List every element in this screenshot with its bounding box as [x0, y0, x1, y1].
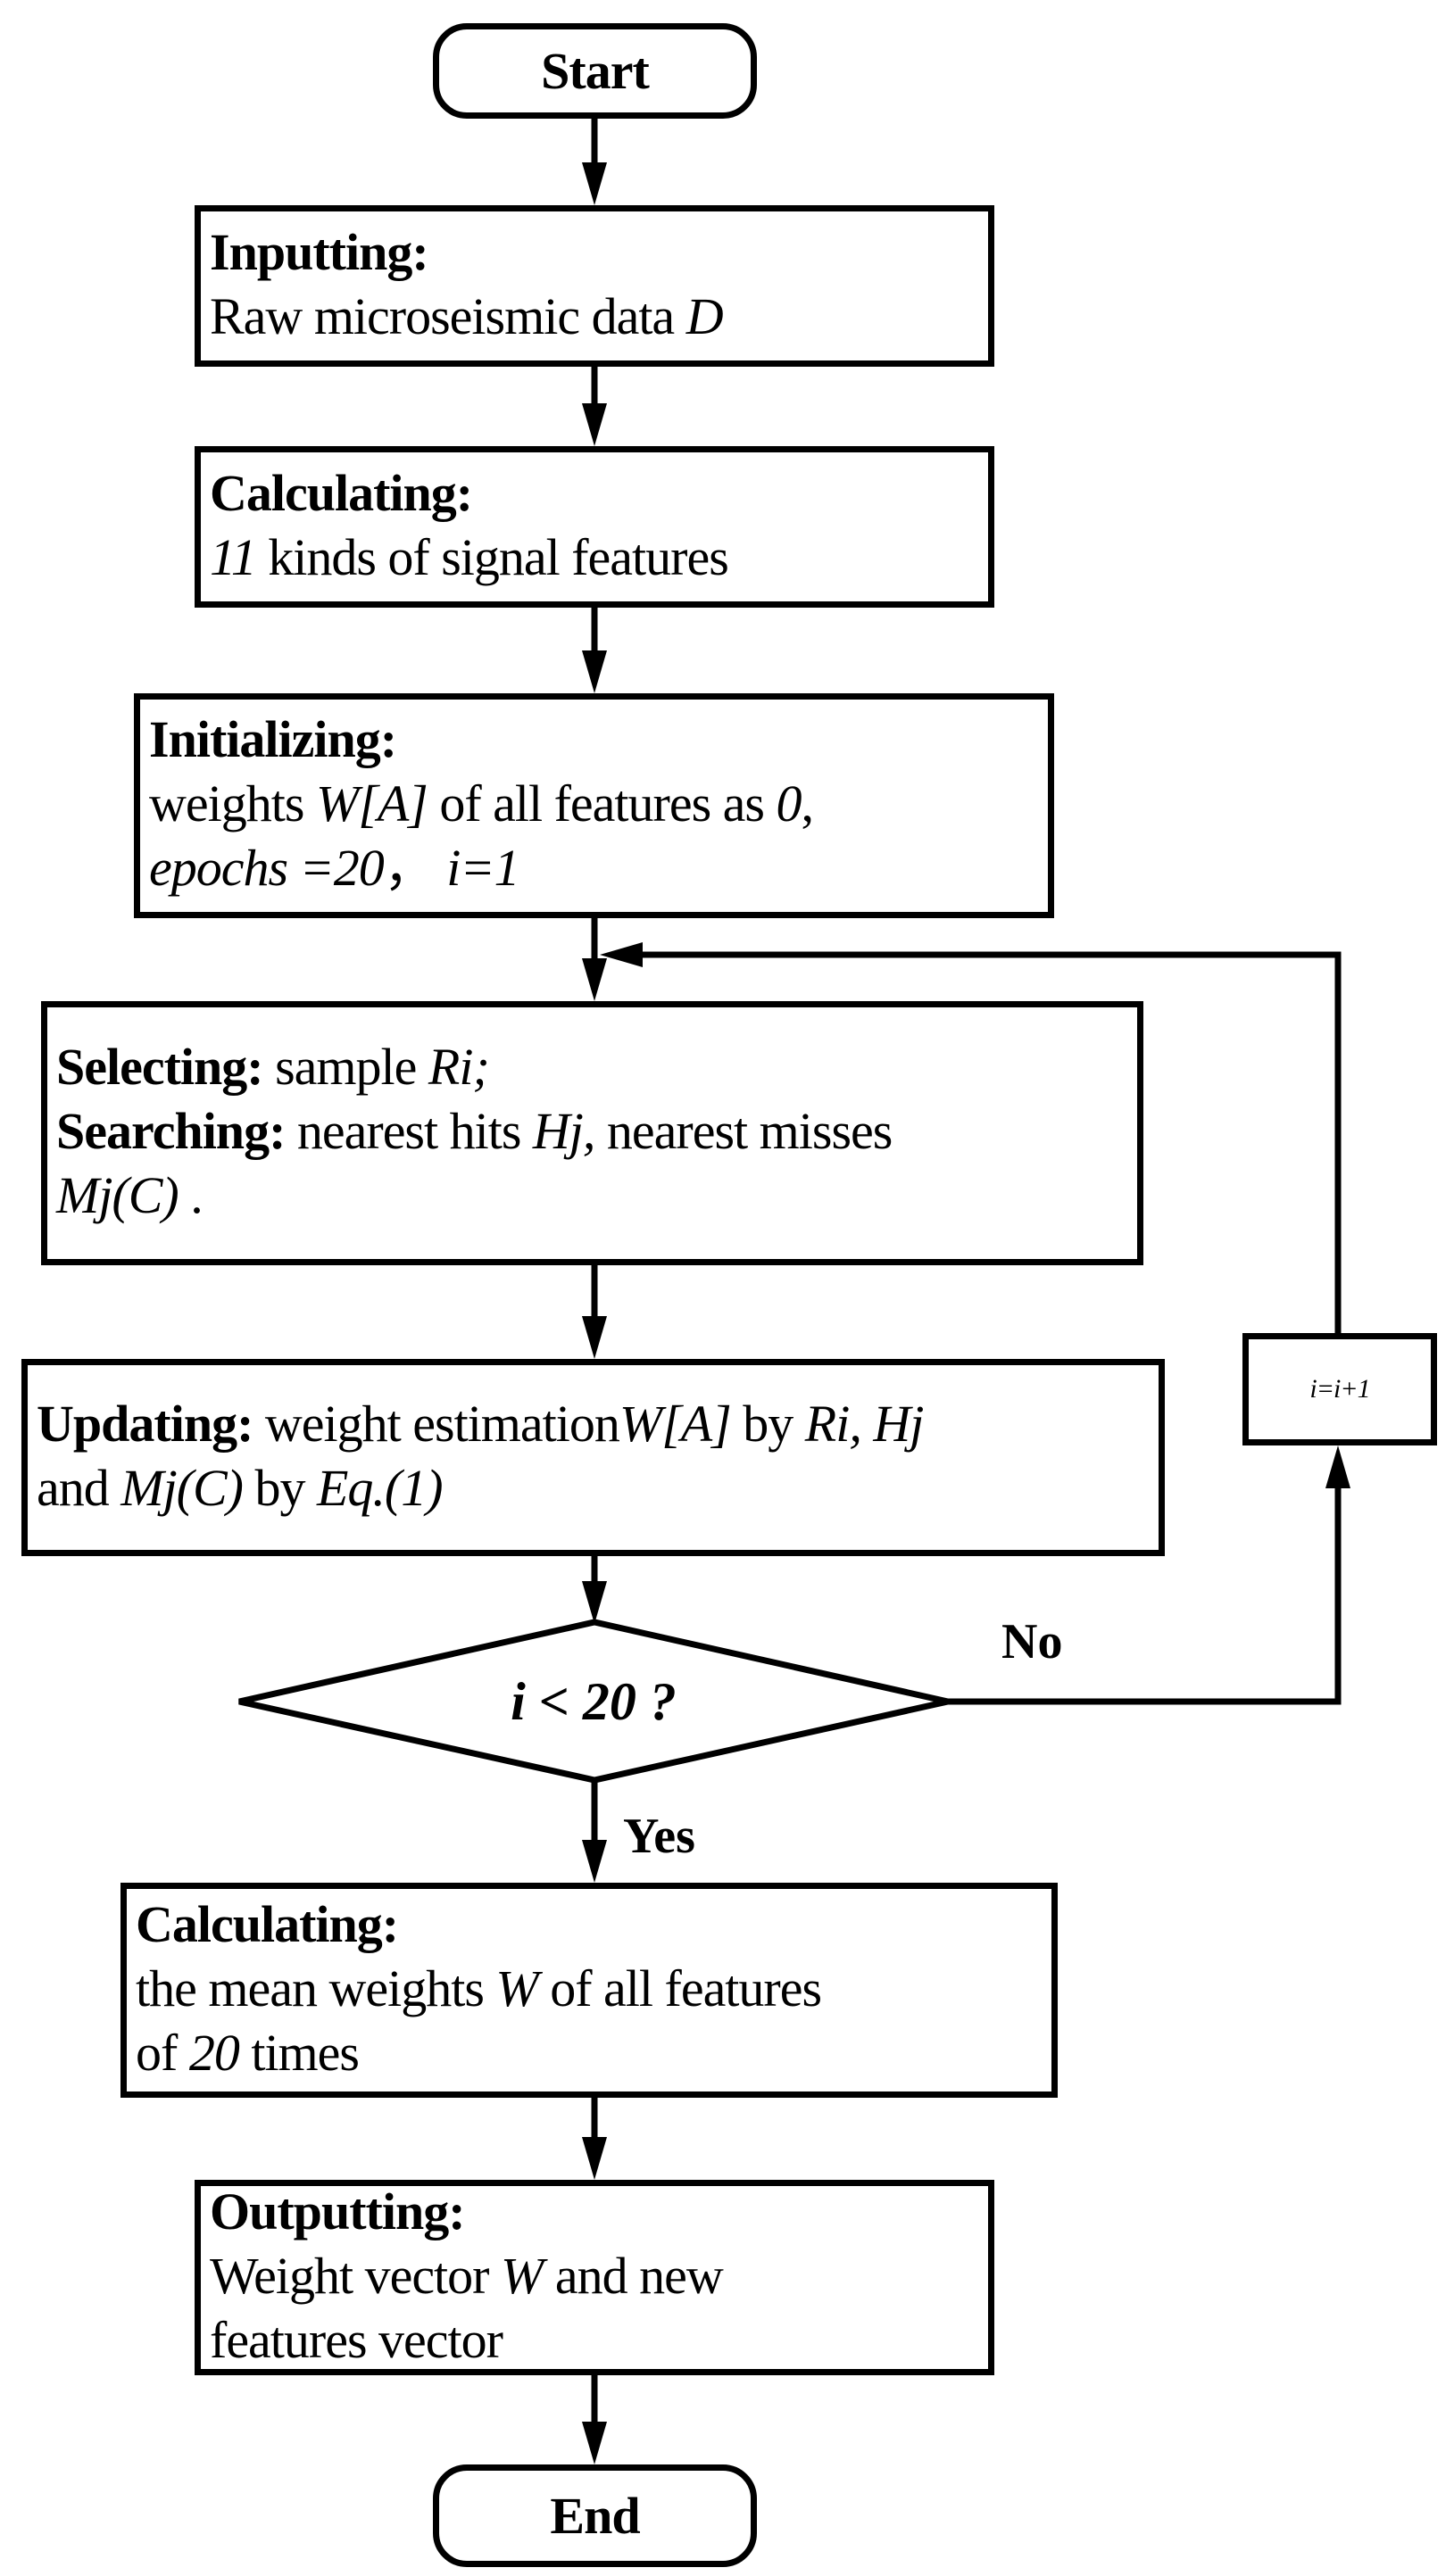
- step-text-line: and Mj(C) by Eq.(1): [37, 1456, 1159, 1520]
- step-text: and: [37, 1458, 121, 1517]
- start-label: Start: [541, 41, 650, 100]
- step-text: ,: [801, 774, 813, 832]
- step-text: weight estimation: [253, 1394, 620, 1453]
- step-text-line: weights W[A] of all features as 0,: [149, 772, 1048, 836]
- step-text: Raw microseismic data: [210, 286, 686, 345]
- start-terminal: Start: [433, 23, 757, 119]
- math-variable: W[A]: [619, 1394, 732, 1453]
- step-text-line: Inputting:: [210, 220, 988, 285]
- step-text: the mean weights: [136, 1959, 496, 2017]
- step-text: nearest hits: [285, 1102, 533, 1160]
- step-text: of: [136, 2023, 189, 2082]
- step-text-line: Outputting:: [210, 2180, 988, 2244]
- step-text-line: features vector: [210, 2308, 988, 2373]
- math-variable: epochs =20: [149, 839, 385, 897]
- step-text: sample: [262, 1038, 428, 1096]
- math-variable: Eq.(1): [317, 1458, 444, 1517]
- step-text-line: of 20 times: [136, 2021, 1051, 2085]
- arrowhead: [582, 403, 607, 446]
- step-text-line: Calculating:: [210, 461, 988, 526]
- step-select-search: Selecting: sample Ri;Searching: nearest …: [41, 1001, 1143, 1265]
- arrow-loop-back: [630, 951, 1342, 1337]
- math-variable: Mj(C): [120, 1458, 244, 1517]
- arrowhead: [582, 1316, 607, 1359]
- math-variable: W[A]: [315, 774, 428, 832]
- step-text-line: Updating: weight estimationW[A] by Ri, H…: [37, 1392, 1159, 1456]
- end-label: End: [550, 2486, 640, 2545]
- step-heading: Updating:: [37, 1394, 253, 1453]
- step-text-line: 11 kinds of signal features: [210, 526, 988, 590]
- step-input: Inputting:Raw microseismic data D: [195, 205, 994, 367]
- arrowhead: [600, 942, 643, 967]
- step-heading: Inputting:: [210, 222, 429, 281]
- arrowhead: [582, 2137, 607, 2180]
- step-text-line: Weight vector W and new: [210, 2244, 988, 2308]
- arrowhead: [582, 958, 607, 1001]
- step-text-line: Mj(C) .: [56, 1164, 1137, 1228]
- math-variable: Hj,: [532, 1102, 595, 1160]
- math-variable: Mj(C): [56, 1166, 179, 1224]
- step-text: times: [238, 2023, 360, 2082]
- step-heading: Selecting:: [56, 1038, 264, 1096]
- increment-box: i=i+1: [1242, 1333, 1437, 1445]
- end-terminal: End: [433, 2464, 757, 2567]
- arrow-decision-no: [944, 1482, 1342, 1705]
- step-initialize: Initializing:weights W[A] of all feature…: [134, 693, 1054, 918]
- step-heading: Initializing:: [149, 710, 397, 768]
- arrowhead: [582, 162, 607, 205]
- arrowhead: [582, 2422, 607, 2464]
- step-update: Updating: weight estimationW[A] by Ri, H…: [21, 1359, 1165, 1556]
- step-text: of all features: [537, 1959, 822, 2017]
- step-heading: Searching:: [56, 1102, 286, 1160]
- math-variable: W: [501, 2246, 544, 2305]
- arrowhead: [582, 650, 607, 693]
- branch-yes-label: Yes: [623, 1809, 695, 1864]
- step-text: Weight vector: [210, 2246, 501, 2305]
- step-calculate-features: Calculating:11 kinds of signal features: [195, 446, 994, 608]
- step-heading: Outputting:: [210, 2182, 466, 2241]
- step-text: kinds of signal features: [255, 527, 729, 586]
- math-variable: i=1: [446, 839, 519, 897]
- step-heading: Calculating:: [136, 1894, 399, 1953]
- step-text-line: Raw microseismic data D: [210, 285, 988, 349]
- math-variable: 11: [210, 527, 257, 586]
- math-variable: Ri, Hj: [804, 1394, 925, 1453]
- step-text-line: epochs =20， i=1: [149, 836, 1048, 900]
- step-text-line: Searching: nearest hits Hj, nearest miss…: [56, 1099, 1137, 1164]
- increment-label: i=i+1: [1309, 1374, 1370, 1404]
- decision-label: i < 20 ?: [511, 1672, 677, 1731]
- arrowhead: [582, 1581, 607, 1624]
- math-variable: W: [495, 1959, 538, 2017]
- math-variable: D: [685, 286, 724, 345]
- step-text-line: Calculating:: [136, 1893, 1051, 1957]
- step-heading: Calculating:: [210, 463, 473, 522]
- step-text: ，: [383, 839, 447, 897]
- arrowhead: [1325, 1445, 1350, 1488]
- step-text: by: [730, 1394, 805, 1453]
- step-calculate-mean: Calculating:the mean weights W of all fe…: [120, 1883, 1058, 2098]
- math-variable: 20: [188, 2023, 240, 2082]
- branch-no-label: No: [1001, 1614, 1063, 1669]
- step-text: nearest misses: [594, 1102, 893, 1160]
- step-text-line: Initializing:: [149, 708, 1048, 772]
- step-text: and new: [543, 2246, 724, 2305]
- step-text: of all features as: [427, 774, 777, 832]
- step-text-line: Selecting: sample Ri;: [56, 1035, 1137, 1099]
- step-text: by: [243, 1458, 317, 1517]
- math-variable: Ri;: [428, 1038, 490, 1096]
- step-text: .: [178, 1166, 204, 1224]
- step-text: weights: [149, 774, 316, 832]
- step-text-line: the mean weights W of all features: [136, 1957, 1051, 2021]
- step-text: features vector: [210, 2310, 503, 2369]
- math-variable: 0: [776, 774, 802, 832]
- diamond-decision: [238, 1619, 949, 1784]
- arrowhead: [582, 1840, 607, 1883]
